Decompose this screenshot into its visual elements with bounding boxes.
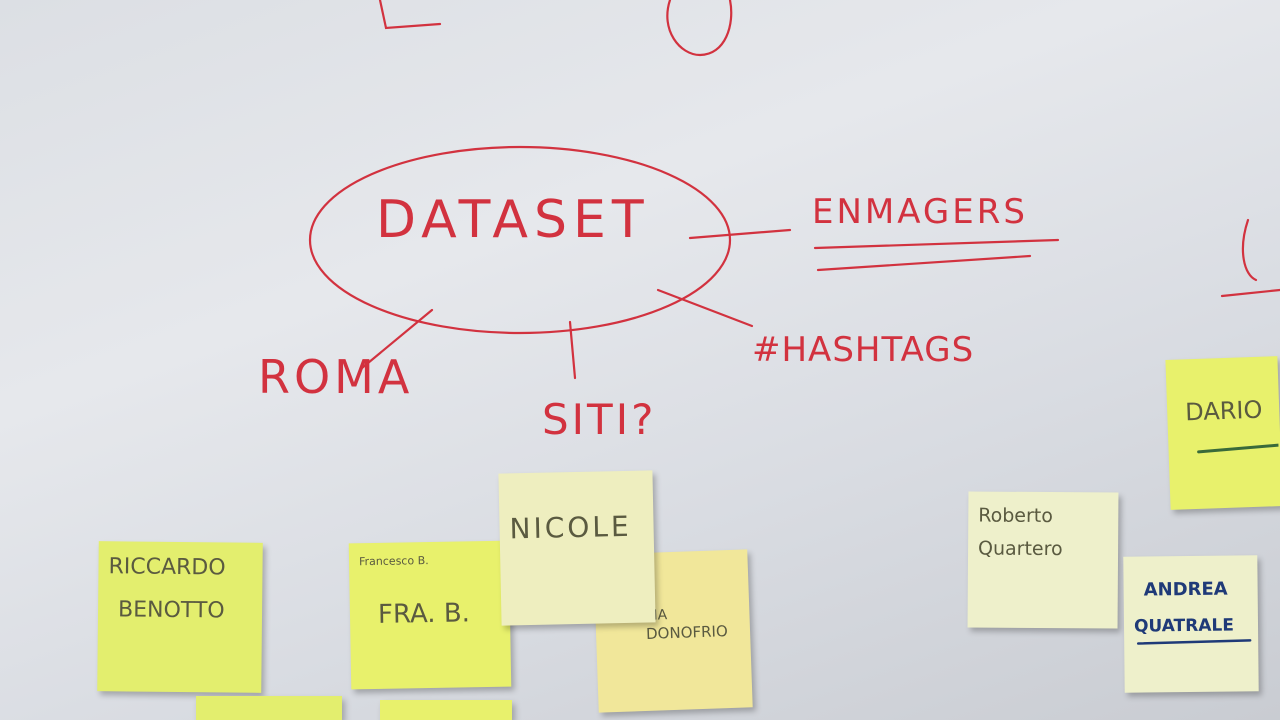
note-line: DARIO bbox=[1184, 395, 1263, 427]
note-underline bbox=[1197, 443, 1279, 454]
note-small-text: Francesco B. bbox=[358, 554, 429, 569]
sticky-note-roberto: Roberto Quartero bbox=[967, 491, 1119, 629]
note-line: Quartero bbox=[978, 537, 1063, 560]
siti-label: SITI? bbox=[542, 395, 657, 444]
sticky-note-dario: DARIO bbox=[1165, 356, 1280, 510]
sticky-note-riccardo: RICCARDO BENOTTO bbox=[97, 541, 263, 693]
note-underline bbox=[1136, 639, 1252, 646]
enmagers-label: ENMAGERS bbox=[812, 192, 1028, 232]
sticky-note-partial-left bbox=[196, 696, 342, 720]
note-line: NICOLE bbox=[509, 509, 632, 546]
sticky-note-partial-center bbox=[380, 700, 512, 720]
note-line: FRA. B. bbox=[377, 598, 471, 631]
note-line: BENOTTO bbox=[117, 596, 225, 624]
note-line: ANDREA bbox=[1143, 578, 1228, 601]
sticky-note-francesco: Francesco B. FRA. B. bbox=[348, 540, 512, 690]
note-line: Roberto bbox=[978, 504, 1053, 528]
roma-label: ROMA bbox=[258, 350, 414, 404]
note-line: RICCARDO bbox=[108, 554, 226, 581]
note-line: QUATRALE bbox=[1133, 615, 1234, 637]
dataset-label: DATASET bbox=[376, 190, 650, 250]
hashtags-label: #HASHTAGS bbox=[752, 330, 975, 370]
sticky-note-nicole: NICOLE bbox=[498, 470, 656, 626]
sticky-note-andrea: ANDREA QUATRALE bbox=[1123, 555, 1259, 693]
